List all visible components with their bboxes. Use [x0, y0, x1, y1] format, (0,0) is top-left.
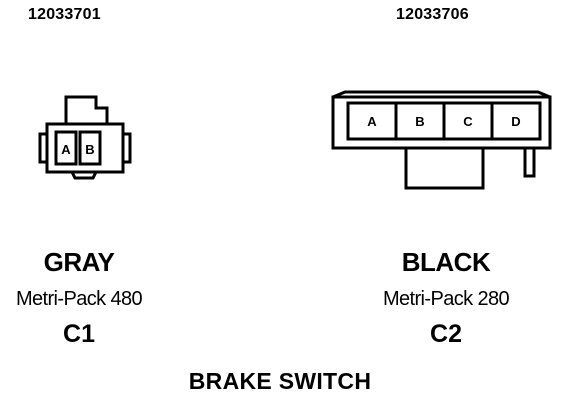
- c1-part-number: 12033701: [28, 6, 101, 23]
- c1-right-ear: [123, 132, 132, 164]
- c1-pin-label-a: A: [61, 142, 71, 157]
- c2-pin-label-b: B: [415, 114, 424, 129]
- c2-pin-label-a: A: [367, 114, 377, 129]
- c2-top-edge: [332, 90, 551, 99]
- c2-latch-leg: [523, 148, 536, 178]
- c2-pin-label-c: C: [463, 114, 473, 129]
- c1-bottom-key: [70, 171, 98, 180]
- c1-pin-label-b: B: [85, 142, 94, 157]
- c1-connector-id: C1: [63, 320, 95, 348]
- c1-color: GRAY: [43, 247, 115, 277]
- c1-connector-face: [38, 95, 132, 180]
- c2-housing: [331, 95, 552, 150]
- c2-pin-label-d: D: [511, 114, 520, 129]
- c2-color: BLACK: [401, 247, 491, 277]
- c2-series: Metri-Pack 280: [382, 288, 510, 310]
- c2-lower-body: [404, 148, 485, 190]
- c1-pin-cavity-a: [54, 130, 78, 166]
- c2-connector-face: [331, 90, 552, 190]
- c1-left-ear: [38, 132, 47, 164]
- c1-housing: [45, 122, 125, 174]
- c1-series: Metri-Pack 480: [15, 288, 143, 310]
- c1-latch-tab: [64, 95, 109, 124]
- c2-label-block: BLACK Metri-Pack 280 C2: [346, 246, 546, 349]
- component-title: BRAKE SWITCH: [188, 368, 372, 394]
- c1-label-block: GRAY Metri-Pack 480 C1: [0, 246, 179, 349]
- c1-pin-cavity-b: [78, 130, 102, 166]
- c2-part-number: 12033706: [396, 6, 469, 23]
- c2-connector-id: C2: [430, 320, 462, 348]
